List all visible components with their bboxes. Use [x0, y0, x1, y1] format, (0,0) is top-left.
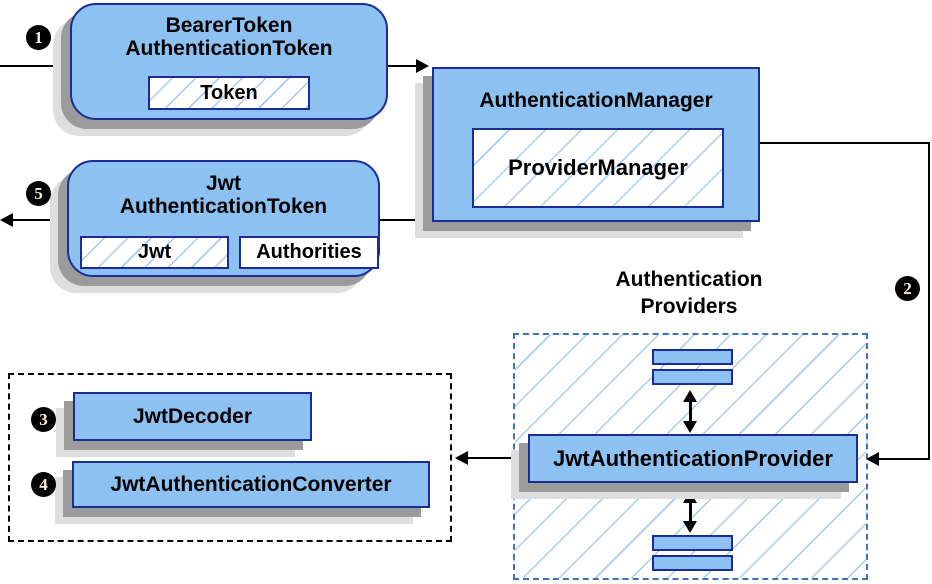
bearer-token-node: BearerToken AuthenticationToken Token — [70, 3, 388, 120]
token-chip: Token — [148, 76, 310, 110]
jwt-token-title-line1: Jwt — [205, 172, 241, 195]
step-4-badge: 4 — [31, 472, 56, 497]
connector-manager-to-jwt-token — [380, 219, 432, 221]
provider-stack-bar — [652, 535, 733, 551]
connector-provider-to-decoder-group — [468, 457, 528, 459]
arrowhead-left-icon — [0, 213, 13, 227]
double-arrow-top-icon — [683, 390, 697, 433]
connector-request-in — [0, 65, 62, 67]
connector-manager-right — [760, 142, 930, 144]
arrowhead-right-icon — [416, 59, 429, 73]
connector-jwt-token-out — [12, 219, 67, 221]
connector-bearer-to-manager — [388, 65, 417, 67]
step-2-badge: 2 — [895, 276, 920, 301]
provider-manager-chip: ProviderManager — [472, 128, 724, 208]
authentication-manager-node: AuthenticationManager ProviderManager — [432, 67, 760, 222]
provider-stack-bar — [652, 349, 733, 365]
arrowhead-down-icon — [683, 521, 697, 533]
authentication-providers-label: Authentication Providers — [615, 268, 763, 318]
provider-stack-bar — [652, 369, 733, 385]
jwt-decoder-node: JwtDecoder — [73, 392, 312, 441]
arrowhead-left-icon — [455, 451, 468, 465]
jwt-authentication-converter-node: JwtAuthenticationConverter — [72, 461, 430, 508]
jwt-authentication-token-node: Jwt AuthenticationToken Jwt Authorities — [67, 160, 380, 277]
step-5-badge: 5 — [26, 181, 51, 206]
arrowhead-down-icon — [683, 421, 697, 433]
provider-stack-bar — [652, 555, 733, 571]
double-arrow-bottom-icon — [683, 491, 697, 533]
connector-right-down — [928, 142, 930, 459]
arrowhead-up-icon — [683, 390, 697, 402]
arrowhead-left-icon — [866, 452, 879, 466]
authorities-chip: Authorities — [239, 236, 379, 269]
connector-into-provider — [879, 458, 930, 460]
jwt-authentication-provider-node: JwtAuthenticationProvider — [528, 434, 858, 483]
decoder-converter-group — [8, 373, 452, 542]
authentication-manager-title: AuthenticationManager — [479, 89, 713, 112]
jwt-token-title-line2: AuthenticationToken — [119, 195, 328, 218]
step-3-badge: 3 — [31, 407, 56, 432]
bearer-token-title-line1: BearerToken — [165, 14, 293, 37]
jwt-chip: Jwt — [80, 236, 229, 269]
arrowhead-up-icon — [683, 491, 697, 503]
bearer-token-title-line2: AuthenticationToken — [125, 37, 333, 60]
step-1-badge: 1 — [26, 25, 51, 50]
